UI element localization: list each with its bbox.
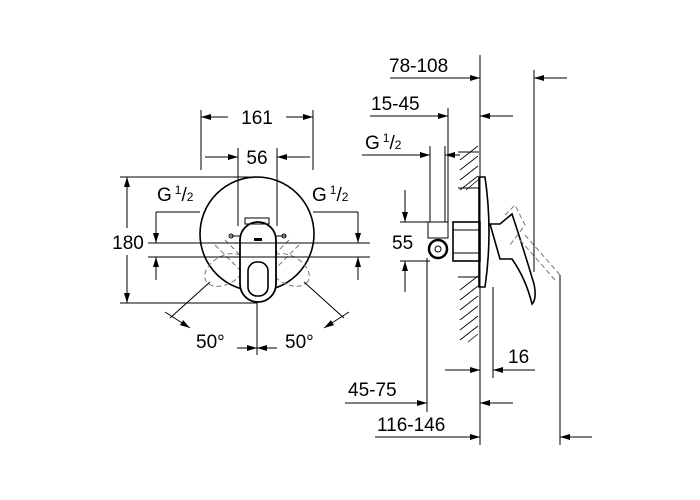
cover-plate-side — [478, 176, 490, 288]
dim-16: 16 — [508, 347, 529, 368]
lever-side — [488, 212, 536, 306]
dim-45-75: 45-75 — [348, 380, 397, 401]
valve-body — [452, 221, 481, 262]
dim-116-146: 116-146 — [377, 415, 445, 436]
dim-15-45: 15-45 — [371, 94, 420, 115]
angle-left-label: 50° — [196, 332, 225, 353]
handle-window — [247, 261, 269, 297]
wall-section — [458, 145, 479, 343]
dim-161: 161 — [241, 108, 273, 129]
angle-right-label: 50° — [285, 332, 314, 353]
logo-mark — [254, 238, 262, 241]
handle-cap — [244, 217, 270, 225]
dim-78-108: 78-108 — [389, 56, 448, 77]
inlet-connection — [427, 238, 449, 260]
dim-180: 180 — [112, 233, 144, 254]
dim-56: 56 — [246, 148, 267, 169]
dim-55: 55 — [392, 233, 413, 254]
